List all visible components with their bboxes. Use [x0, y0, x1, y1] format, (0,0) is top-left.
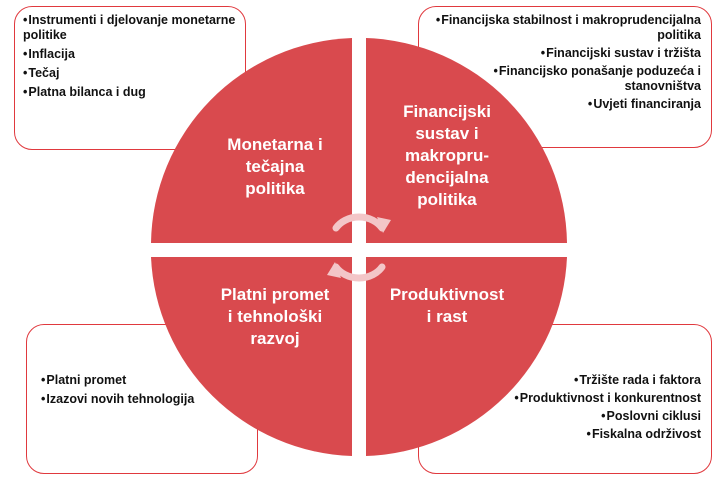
- quadrant-bottom-right: [366, 257, 567, 456]
- list-item: Poslovni ciklusi: [429, 409, 701, 424]
- topics-list: Financijska stabilnost i makroprudencija…: [429, 13, 701, 112]
- list-item: Financijska stabilnost i makroprudencija…: [429, 13, 701, 43]
- list-item: Uvjeti financiranja: [429, 97, 701, 112]
- list-item: Platni promet: [41, 373, 245, 388]
- list-item: Financijski sustav i tržišta: [429, 46, 701, 61]
- list-item: Platna bilanca i dug: [23, 85, 237, 100]
- list-item: Instrumenti i djelovanje monetarne polit…: [23, 13, 237, 43]
- topics-list: Platni promet Izazovi novih tehnologija: [41, 373, 245, 407]
- quadrant-top-left: [151, 38, 352, 243]
- quadrant-top-right: [366, 38, 567, 243]
- topics-box-monetary: Instrumenti i djelovanje monetarne polit…: [14, 6, 246, 150]
- quadrant-bottom-left: [151, 257, 352, 456]
- list-item: Fiskalna održivost: [429, 427, 701, 442]
- cycle-arrows-icon: [327, 213, 391, 282]
- list-item: Financijsko ponašanje poduzeća i stanovn…: [429, 64, 701, 94]
- quadrant-label-payments: Platni promet i tehnološki razvoj: [220, 285, 330, 348]
- list-item: Produktivnost i konkurentnost: [429, 391, 701, 406]
- topics-list: Tržište rada i faktora Produktivnost i k…: [429, 373, 701, 442]
- list-item: Tržište rada i faktora: [429, 373, 701, 388]
- topics-list: Instrumenti i djelovanje monetarne polit…: [23, 13, 237, 100]
- quadrant-label-financial: Financijski sustav i makropru- dencijaln…: [403, 102, 491, 209]
- list-item: Inflacija: [23, 47, 237, 62]
- list-item: Tečaj: [23, 66, 237, 81]
- quadrant-label-productivity: Produktivnost i rast: [389, 285, 505, 326]
- quadrant-label-monetary: Monetarna i tečajna politika: [227, 135, 323, 198]
- list-item: Izazovi novih tehnologija: [41, 392, 245, 407]
